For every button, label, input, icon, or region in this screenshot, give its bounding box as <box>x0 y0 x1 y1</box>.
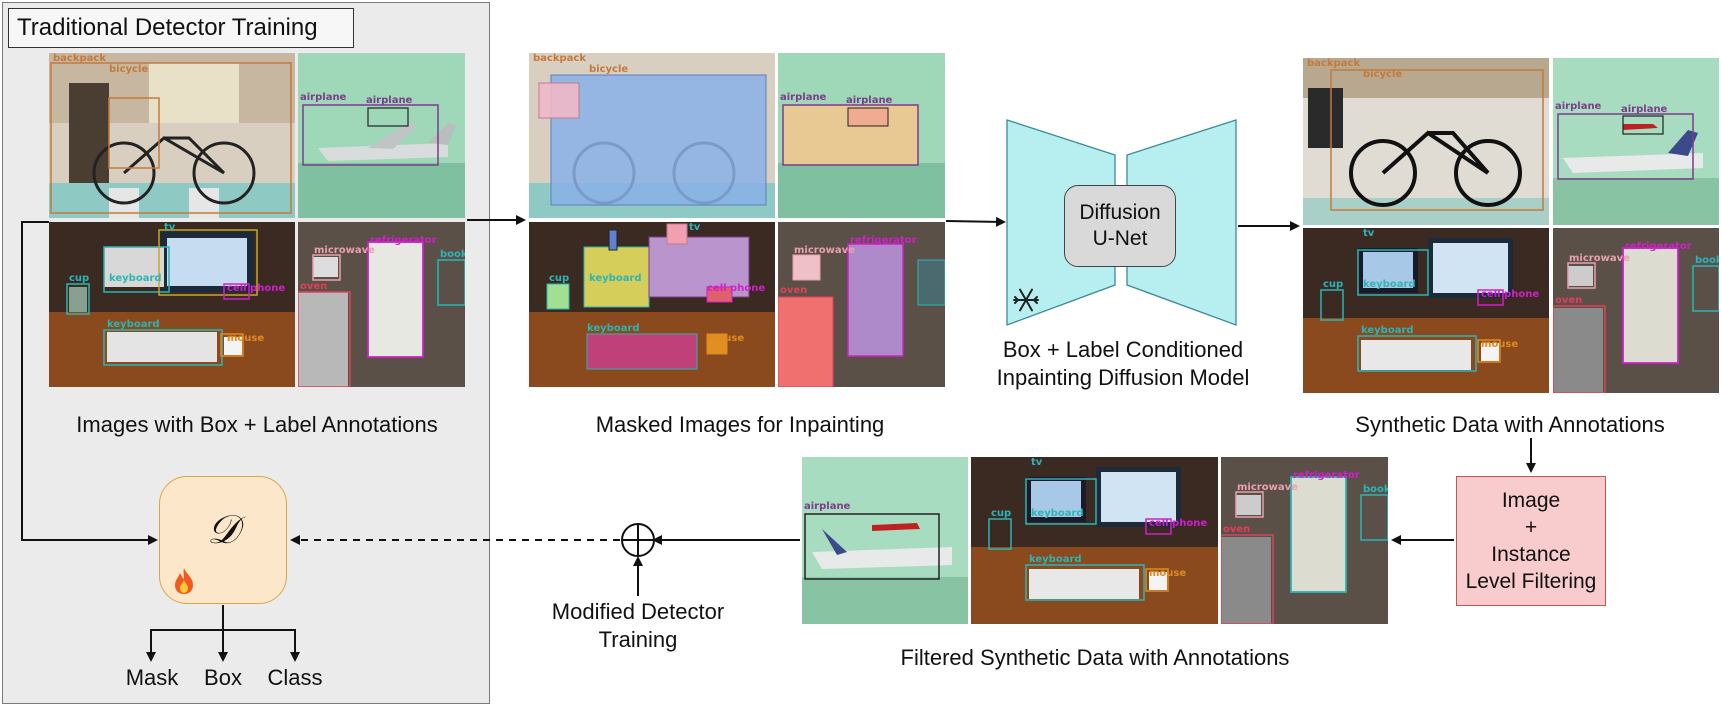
keyboard-label: keyboard <box>1361 325 1414 336</box>
bicycle-label: bicycle <box>109 64 149 75</box>
cup-label: cup <box>69 273 90 284</box>
microwave-label: microwave <box>1569 253 1630 264</box>
backpack-label: backpack <box>533 53 586 64</box>
keyboard-label: keyboard <box>109 273 162 284</box>
synthetic-desk-image: tv cup keyboard cell phone keyboard mous… <box>1303 228 1549 393</box>
mouse-label: mouse <box>1149 568 1187 579</box>
cup-label: cup <box>991 508 1012 519</box>
detector-box: 𝒟 <box>159 476 287 604</box>
refrigerator-label: refrigerator <box>850 235 917 246</box>
cell-phone-label: cell phone <box>707 283 766 294</box>
refrigerator-label: refrigerator <box>370 235 437 246</box>
tv-label: tv <box>1031 457 1043 468</box>
book-label: book <box>440 249 465 260</box>
output-mask-label: Mask <box>125 665 179 690</box>
filtering-box: Image + Instance Level Filtering <box>1456 476 1606 606</box>
caption-diffusion-line2: Inpainting Diffusion Model <box>996 365 1250 390</box>
tv-label: tv <box>689 222 701 233</box>
filtered-kitchen-image: refrigerator microwave oven book <box>1221 457 1388 624</box>
microwave-label: microwave <box>1237 482 1298 493</box>
keyboard-label: keyboard <box>589 273 642 284</box>
oven-label: oven <box>1555 295 1583 306</box>
synthetic-bicycle-image: backpack bicycle <box>1303 58 1549 225</box>
book-label: book <box>1695 255 1719 266</box>
filter-line3: Instance <box>1491 543 1571 566</box>
microwave-label: microwave <box>794 245 855 256</box>
unet-diagram <box>1006 119 1237 326</box>
detector-symbol: 𝒟 <box>207 507 239 553</box>
caption-original-images: Images with Box + Label Annotations <box>76 412 438 437</box>
filter-line4: Level Filtering <box>1465 570 1597 593</box>
airplane-label: airplane <box>1621 104 1668 115</box>
caption-synthetic-data: Synthetic Data with Annotations <box>1355 412 1665 437</box>
snowflake-icon <box>1013 288 1039 312</box>
refrigerator-label: refrigerator <box>1293 470 1360 481</box>
keyboard-label: keyboard <box>1363 279 1416 290</box>
airplane-label: airplane <box>366 95 413 106</box>
masked-desk-image: tv cup keyboard cell phone keyboard mous… <box>529 222 775 387</box>
caption-masked-images: Masked Images for Inpainting <box>595 412 885 437</box>
backpack-label: backpack <box>53 53 106 64</box>
cell-phone-label: cell phone <box>1481 289 1540 300</box>
cup-label: cup <box>1323 279 1344 290</box>
filtered-desk-image: tv cup keyboard cell phone keyboard mous… <box>971 457 1218 624</box>
cell-phone-label: cell phone <box>227 283 286 294</box>
microwave-label: microwave <box>314 245 375 256</box>
unet-line1: Diffusion <box>1079 201 1161 224</box>
keyboard-label: keyboard <box>1029 554 1082 565</box>
filter-line2: + <box>1524 516 1538 539</box>
unet-label-box: Diffusion U-Net <box>1064 185 1176 267</box>
airplane-label: airplane <box>846 95 893 106</box>
oven-label: oven <box>300 281 328 292</box>
keyboard-label: keyboard <box>1031 508 1084 519</box>
masked-kitchen-image: refrigerator microwave oven <box>778 222 945 387</box>
airplane-label: airplane <box>780 92 827 103</box>
combine-icon <box>621 523 655 557</box>
caption-modified-line1: Modified Detector <box>551 599 725 624</box>
arrow-to-diffusion <box>945 216 1006 227</box>
bicycle-image: backpack bicycle <box>49 53 295 218</box>
keyboard-label: keyboard <box>587 323 640 334</box>
kitchen-image: refrigerator microwave oven book <box>298 222 465 387</box>
book-label: book <box>1363 484 1388 495</box>
mouse-label: mouse <box>1481 339 1519 350</box>
desk-image: tv cup keyboard cell phone keyboard mous… <box>49 222 295 387</box>
masked-bicycle-image: backpack bicycle <box>529 53 775 218</box>
synthetic-airplane-image: airplane airplane <box>1553 58 1719 225</box>
backpack-label: backpack <box>1307 58 1360 69</box>
oven-label: oven <box>780 285 808 296</box>
caption-filtered-data: Filtered Synthetic Data with Annotations <box>900 645 1290 670</box>
bicycle-label: bicycle <box>589 64 629 75</box>
caption-modified-training: Modified Detector Training <box>520 598 756 654</box>
bicycle-label: bicycle <box>1363 69 1403 80</box>
mouse-label: mouse <box>707 333 745 344</box>
tv-label: tv <box>1363 228 1375 239</box>
unet-line2: U-Net <box>1092 227 1148 250</box>
caption-modified-line2: Training <box>598 627 678 652</box>
cup-label: cup <box>549 273 570 284</box>
oven-label: oven <box>1223 524 1251 535</box>
airplane-label: airplane <box>804 501 851 512</box>
refrigerator-label: refrigerator <box>1625 241 1692 252</box>
filter-line1: Image <box>1501 489 1561 512</box>
output-box-label: Box <box>204 665 242 690</box>
fire-icon <box>175 568 193 594</box>
output-class-label: Class <box>267 665 323 690</box>
airplane-label: airplane <box>300 92 347 103</box>
keyboard-label: keyboard <box>107 319 160 330</box>
airplane-label: airplane <box>1555 101 1602 112</box>
filtered-airplane-image: airplane <box>802 457 968 624</box>
synthetic-kitchen-image: refrigerator microwave oven book <box>1553 228 1719 393</box>
cell-phone-label: cell phone <box>1149 518 1208 529</box>
caption-diffusion-model: Box + Label Conditioned Inpainting Diffu… <box>960 336 1286 392</box>
panel-title: Traditional Detector Training <box>8 8 354 48</box>
unet-encoder <box>1006 119 1116 326</box>
tv-label: tv <box>164 222 176 233</box>
mouse-label: mouse <box>227 333 265 344</box>
masked-airplane-image: airplane airplane <box>778 53 945 218</box>
airplane-image: airplane airplane <box>298 53 465 218</box>
caption-diffusion-line1: Box + Label Conditioned <box>1002 337 1244 362</box>
